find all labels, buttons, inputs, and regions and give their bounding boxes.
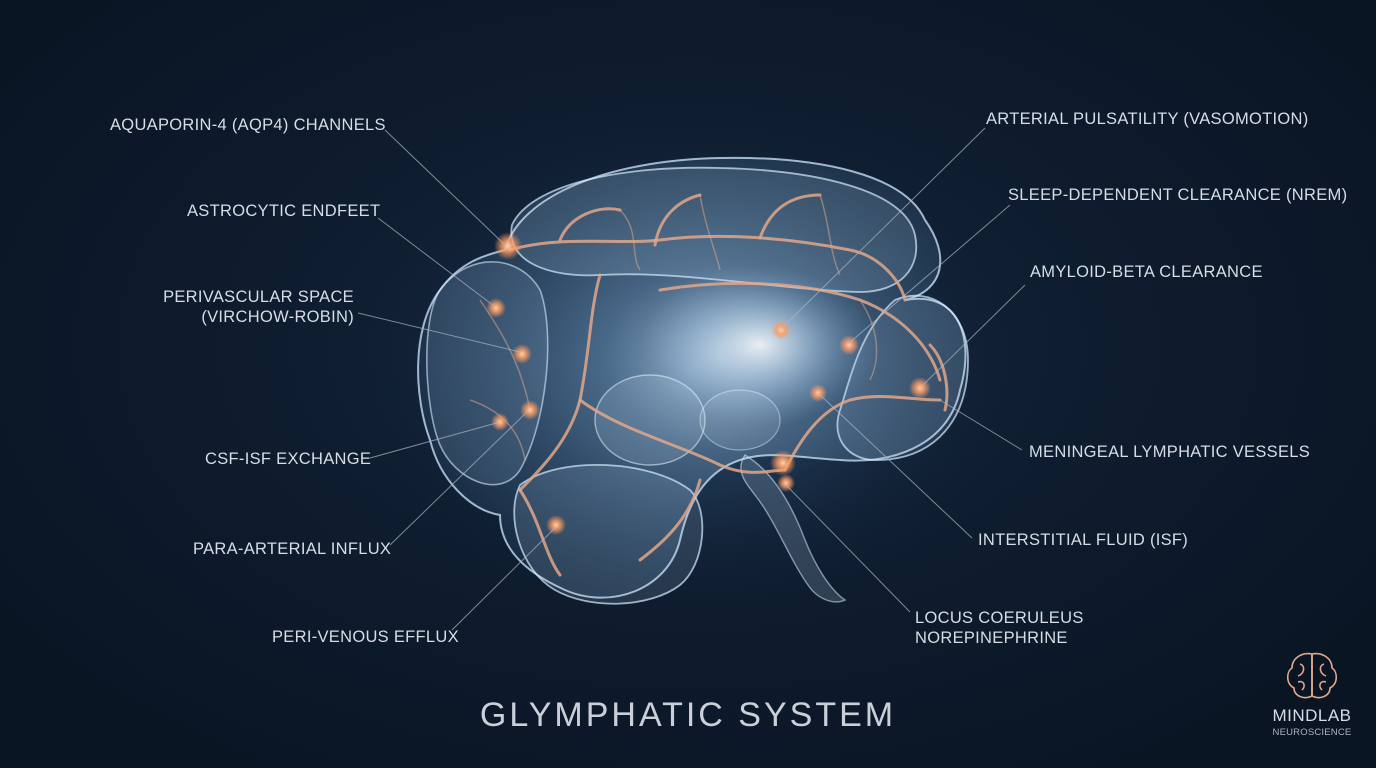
label-arterial-pulsatility: ARTERIAL PULSATILITY (VASOMOTION) xyxy=(986,110,1309,128)
leader-lines xyxy=(357,127,1026,631)
label-sleep-dependent-clearance: SLEEP-DEPENDENT CLEARANCE (NREM) xyxy=(1008,186,1348,204)
label-interstitial-fluid: INTERSTITIAL FLUID (ISF) xyxy=(978,531,1189,549)
label-perivascular-space: PERIVASCULAR SPACE (VIRCHOW-ROBIN) xyxy=(163,288,354,326)
left-lobe xyxy=(426,261,549,486)
label-csf-isf-exchange: CSF-ISF EXCHANGE xyxy=(205,450,372,468)
inner-structure xyxy=(594,374,706,466)
diagram-title: GLYMPHATIC SYSTEM xyxy=(479,696,897,734)
label-locus-coeruleus: LOCUS COERULEUS NOREPINEPHRINE xyxy=(915,609,1084,647)
label-para-arterial-influx: PARA-ARTERIAL INFLUX xyxy=(193,540,392,558)
label-peri-venous-efflux: PERI-VENOUS EFFLUX xyxy=(272,628,459,646)
temporal-lobe xyxy=(513,464,704,605)
inner-structure-2 xyxy=(699,389,781,451)
logo-name: MINDLAB xyxy=(1272,706,1352,725)
logo-subtitle: NEUROSCIENCE xyxy=(1272,727,1352,738)
label-astrocytic-endfeet: ASTROCYTIC ENDFEET xyxy=(187,202,381,220)
brand-logo: MINDLAB NEUROSCIENCE xyxy=(1262,650,1362,738)
label-aqp4-channels: AQUAPORIN-4 (AQP4) CHANNELS xyxy=(110,116,386,134)
vessel-network xyxy=(508,193,949,577)
label-amyloid-beta-clearance: AMYLOID-BETA CLEARANCE xyxy=(1030,263,1263,281)
brain-stem xyxy=(740,454,847,603)
label-meningeal-lymphatic: MENINGEAL LYMPHATIC VESSELS xyxy=(1029,443,1311,461)
brain-logo-icon xyxy=(1286,652,1338,699)
